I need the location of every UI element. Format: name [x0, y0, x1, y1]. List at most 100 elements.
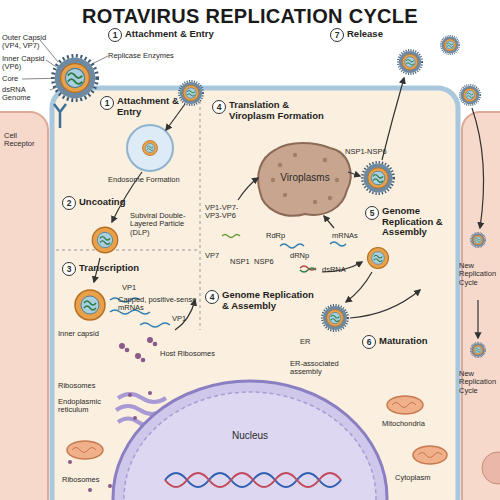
node-label: Viroplasms: [255, 172, 355, 183]
ribosome-dots: [108, 484, 112, 488]
viroplasm-texture: [335, 178, 339, 182]
part-label: dsRNA Genome: [2, 86, 50, 103]
callout-number: 7: [330, 28, 344, 42]
part-label: VP1-VP7-VP3-VP6: [205, 204, 255, 221]
part-label: New Replication Cycle: [459, 370, 499, 395]
mitochondria: [67, 441, 103, 459]
neighbour-cells: [482, 452, 500, 484]
mitochondria: [387, 396, 423, 414]
viroplasm-texture: [271, 178, 275, 182]
part-label: NSP6: [254, 258, 278, 266]
endoplasmic-reticulum: [118, 394, 166, 402]
dna-helix: [165, 473, 341, 487]
callout-number: 6: [362, 335, 376, 349]
part-label: Endoplasmic reticulum: [58, 398, 114, 415]
leader-lines: [88, 56, 108, 66]
virus-particles: [53, 36, 486, 358]
part-label: Ribosomes: [58, 382, 108, 390]
mitochondria: [392, 403, 416, 408]
dna-helix: [165, 473, 341, 487]
callout-number: 4: [212, 100, 226, 114]
viroplasm-texture: [313, 200, 317, 204]
part-label: VP1: [172, 315, 198, 323]
ribosome-dots: [148, 391, 152, 395]
callout-number: 1: [108, 28, 122, 42]
part-label: Inner capsid: [58, 330, 108, 338]
mrna-strands: [110, 235, 346, 328]
part-label: Inner Capsid (VP6): [2, 55, 48, 72]
step-heading: Attachment & Entry: [125, 29, 240, 40]
part-label: New Replication Cycle: [459, 262, 499, 287]
step-heading: Release: [347, 29, 402, 40]
nucleus-shape: Nucleus: [110, 378, 390, 500]
part-label: Mitochondria: [382, 420, 444, 428]
ribosome-dots: [147, 337, 153, 343]
step-heading: Uncoating: [79, 197, 149, 208]
virus-particles: [179, 81, 203, 105]
part-label: Ribosomes: [62, 476, 112, 484]
ribosome-dots: [125, 348, 130, 353]
callout-number: 5: [365, 206, 379, 220]
viroplasm-texture: [278, 163, 282, 167]
process-arrows: [94, 78, 484, 338]
viroplasm-blob: Viroplasms: [255, 140, 355, 220]
process-arrows: [348, 172, 360, 176]
callout-number: 1: [100, 96, 114, 110]
mrna-strands: [330, 242, 346, 246]
process-arrows: [472, 108, 484, 228]
step-heading: Maturation: [379, 336, 449, 347]
diagram-title: ROTAVIRUS REPLICATION CYCLE: [0, 5, 500, 28]
mrna-strands: [300, 266, 316, 270]
part-label: VP1: [122, 284, 152, 292]
ribosome-dots: [153, 342, 158, 347]
virus-particles: [75, 290, 105, 320]
virus-particles: [441, 36, 460, 55]
part-label: Capped, positive-sense mRNAs: [118, 296, 198, 313]
part-label: RdRp: [266, 232, 296, 240]
step-heading: Attachment & Entry: [117, 96, 189, 117]
mitochondria: [72, 448, 96, 453]
neighbour-cells: [462, 112, 500, 500]
part-label: Cell Receptor: [4, 132, 48, 149]
virus-particles: [362, 162, 393, 193]
nucleoplasm: [124, 392, 376, 500]
virus-particles: [143, 141, 158, 156]
cell-receptor-symbol: [54, 104, 66, 128]
part-label: Subviral Double-Layered Particle (DLP): [130, 212, 198, 237]
process-arrows: [166, 104, 185, 130]
virus-particles: [92, 227, 118, 253]
mrna-strands: [140, 323, 170, 327]
part-label: dRNp: [290, 252, 320, 260]
mrna-strands: [300, 268, 316, 272]
endosome-shape: [127, 125, 173, 171]
viroplasm-texture: [283, 193, 287, 197]
part-label: NSP1: [230, 258, 254, 266]
viroplasm-texture: [328, 196, 332, 200]
ribosome-dots: [68, 460, 72, 464]
step-heading: Genome Replication & Assembly: [222, 290, 314, 311]
ribosome-dots: [88, 488, 92, 492]
process-arrows: [324, 216, 334, 228]
ribosome-dots: [141, 358, 146, 363]
virus-particles: [368, 248, 389, 269]
leader-lines: [50, 82, 70, 90]
mrna-strands: [222, 235, 240, 238]
virus-particles: [398, 50, 422, 74]
dna-helix: [165, 473, 341, 487]
divider-line: [56, 250, 200, 251]
part-label: Core: [2, 75, 32, 83]
part-label: ER: [300, 338, 320, 346]
part-label: dsRNA: [322, 266, 356, 274]
virus-particles: [460, 85, 480, 105]
ribosome-dots: [119, 343, 125, 349]
viroplasm-texture: [293, 153, 297, 157]
neighbour-cells: [0, 112, 48, 500]
viroplasm-texture: [323, 158, 327, 162]
step-heading: Genome Replication & Assembly: [382, 206, 454, 238]
callout-number: 3: [62, 262, 76, 276]
leader-lines: [22, 78, 68, 79]
step-heading: Translation & Viroplasm Formation: [229, 100, 337, 121]
callout-number: 4: [205, 290, 219, 304]
